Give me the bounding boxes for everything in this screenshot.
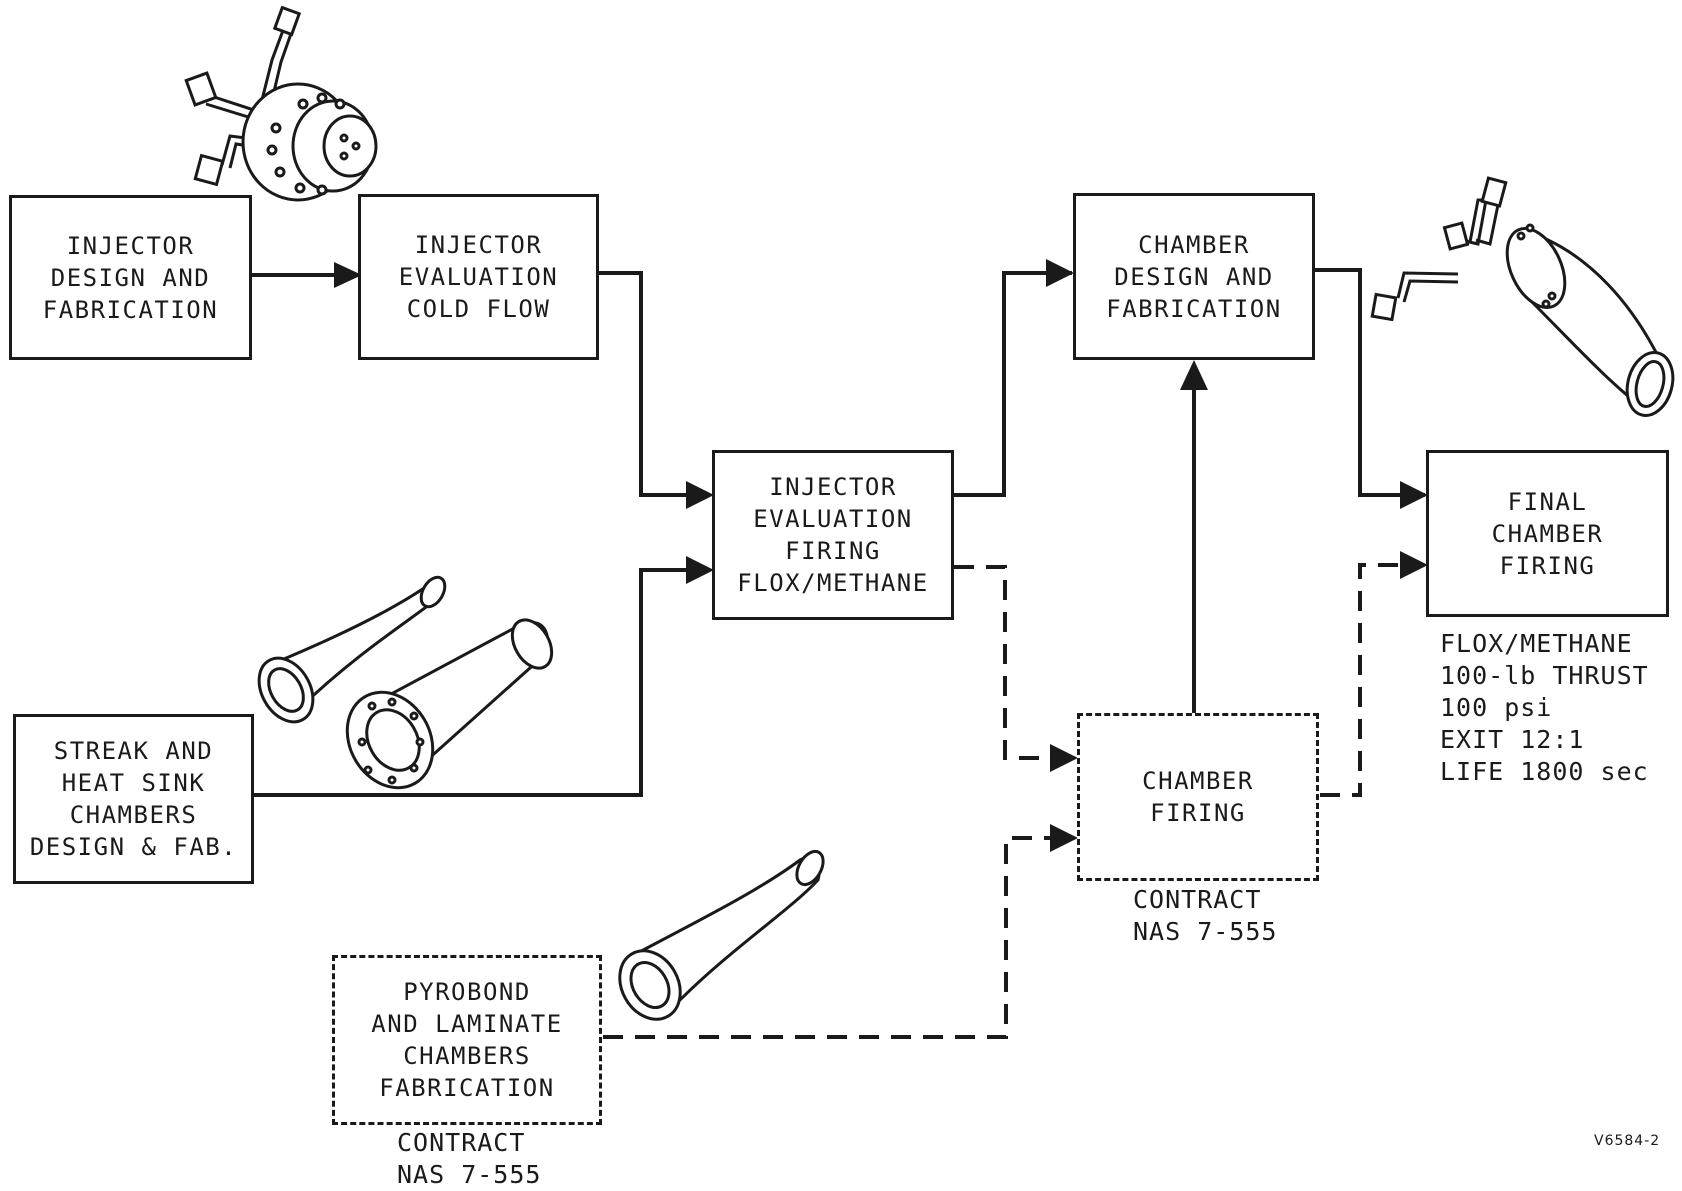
box-label-line: HEAT SINK: [61, 769, 206, 797]
box-label-line: FIRING: [785, 537, 881, 565]
box-streak-chambers: STREAK AND HEAT SINK CHAMBERS DESIGN & F…: [13, 714, 254, 884]
connector-streak-to-firing: [253, 568, 710, 797]
dashed-arrowheads: [1050, 551, 1428, 852]
box-label-line: CHAMBERS: [403, 1042, 531, 1070]
box-label-line: CHAMBERS: [69, 801, 198, 829]
spec-line: 100-lb THRUST: [1440, 661, 1649, 690]
box-injector-cold-flow: INJECTOR EVALUATION COLD FLOW: [358, 194, 599, 360]
box-label-line: CHAMBER: [1142, 767, 1254, 795]
box-label-line: FABRICATION: [1106, 294, 1282, 323]
box-label-line: INJECTOR: [66, 231, 195, 260]
arrowhead: [1400, 481, 1428, 509]
box-label-line: COLD FLOW: [406, 295, 551, 323]
spec-line: EXIT 12:1: [1440, 725, 1585, 754]
connector-firing-to-chamber-design: [954, 271, 1072, 497]
spec-line: FLOX/METHANE: [1440, 629, 1633, 658]
solid-arrowheads: [334, 259, 1428, 584]
box-label-line: DESIGN & FAB.: [29, 833, 238, 861]
dashed-connector-chamber-firing-to-final: [1320, 563, 1400, 797]
arrowhead: [686, 481, 714, 509]
box-chamber-design: CHAMBER DESIGN AND FABRICATION: [1073, 193, 1315, 360]
arrowhead: [1050, 824, 1078, 852]
connector-cold-flow-to-firing: [598, 271, 710, 497]
box-label-line: STREAK AND: [53, 737, 214, 765]
dashed-connector-pyrobond-to-chamber-firing: [603, 836, 1062, 1039]
box-injector-design: INJECTOR DESIGN AND FABRICATION: [9, 195, 252, 360]
arrowhead: [334, 262, 362, 288]
box-injector-firing: INJECTOR EVALUATION FIRING FLOX/METHANE: [712, 450, 954, 620]
box-label-line: CHAMBER: [1138, 230, 1250, 259]
box-label-line: DESIGN AND: [50, 263, 211, 292]
chamber-assembly-icon: [1370, 176, 1675, 417]
box-label-line: FIRING: [1499, 551, 1596, 580]
streak-chamber-icon: [257, 575, 447, 724]
connector-chamber-design-to-final: [1314, 268, 1425, 497]
box-label-line: FINAL: [1507, 487, 1588, 516]
chamber-firing-contract-label: CONTRACT NAS 7-555: [1133, 884, 1277, 948]
arrowhead: [1050, 744, 1078, 772]
arrowhead: [686, 556, 714, 584]
box-label-line: INJECTOR: [769, 473, 897, 501]
box-label-line: INJECTOR: [414, 231, 543, 259]
spec-line: 100 psi: [1440, 693, 1553, 722]
pyrobond-chamber-icon: [618, 849, 825, 1021]
box-label-line: DESIGN AND: [1114, 262, 1274, 291]
box-final-chamber-firing: FINAL CHAMBER FIRING: [1426, 450, 1669, 617]
caption-line: CONTRACT: [397, 1128, 526, 1157]
box-label-line: FIRING: [1150, 799, 1246, 827]
box-label-line: AND LAMINATE: [371, 1010, 563, 1038]
box-label-line: EVALUATION: [753, 505, 913, 533]
caption-line: CONTRACT: [1133, 885, 1262, 914]
pyrobond-contract-label: CONTRACT NAS 7-555: [397, 1127, 541, 1191]
caption-line: NAS 7-555: [397, 1160, 542, 1189]
heat-sink-chamber-icon: [345, 618, 554, 790]
box-pyrobond-chambers: PYROBOND AND LAMINATE CHAMBERS FABRICATI…: [332, 955, 602, 1125]
box-label-line: CHAMBER: [1491, 519, 1604, 548]
box-label-line: PYROBOND: [403, 978, 531, 1006]
box-label-line: FABRICATION: [42, 295, 219, 324]
arrowhead: [1180, 360, 1208, 390]
spec-line: LIFE 1800 sec: [1440, 757, 1649, 786]
caption-line: NAS 7-555: [1133, 917, 1278, 946]
box-label-line: FABRICATION: [379, 1074, 555, 1102]
dashed-connector-firing-to-chamber-firing: [954, 565, 1062, 760]
injector-assembly-icon: [184, 5, 378, 202]
arrowhead: [1400, 551, 1428, 579]
box-label-line: EVALUATION: [398, 263, 559, 291]
box-chamber-firing: CHAMBER FIRING: [1077, 713, 1319, 881]
box-label-line: FLOX/METHANE: [737, 569, 929, 597]
arrowhead: [1046, 259, 1074, 287]
figure-code: V6584-2: [1594, 1133, 1661, 1149]
final-chamber-specs: FLOX/METHANE 100-lb THRUST 100 psi EXIT …: [1440, 628, 1649, 788]
